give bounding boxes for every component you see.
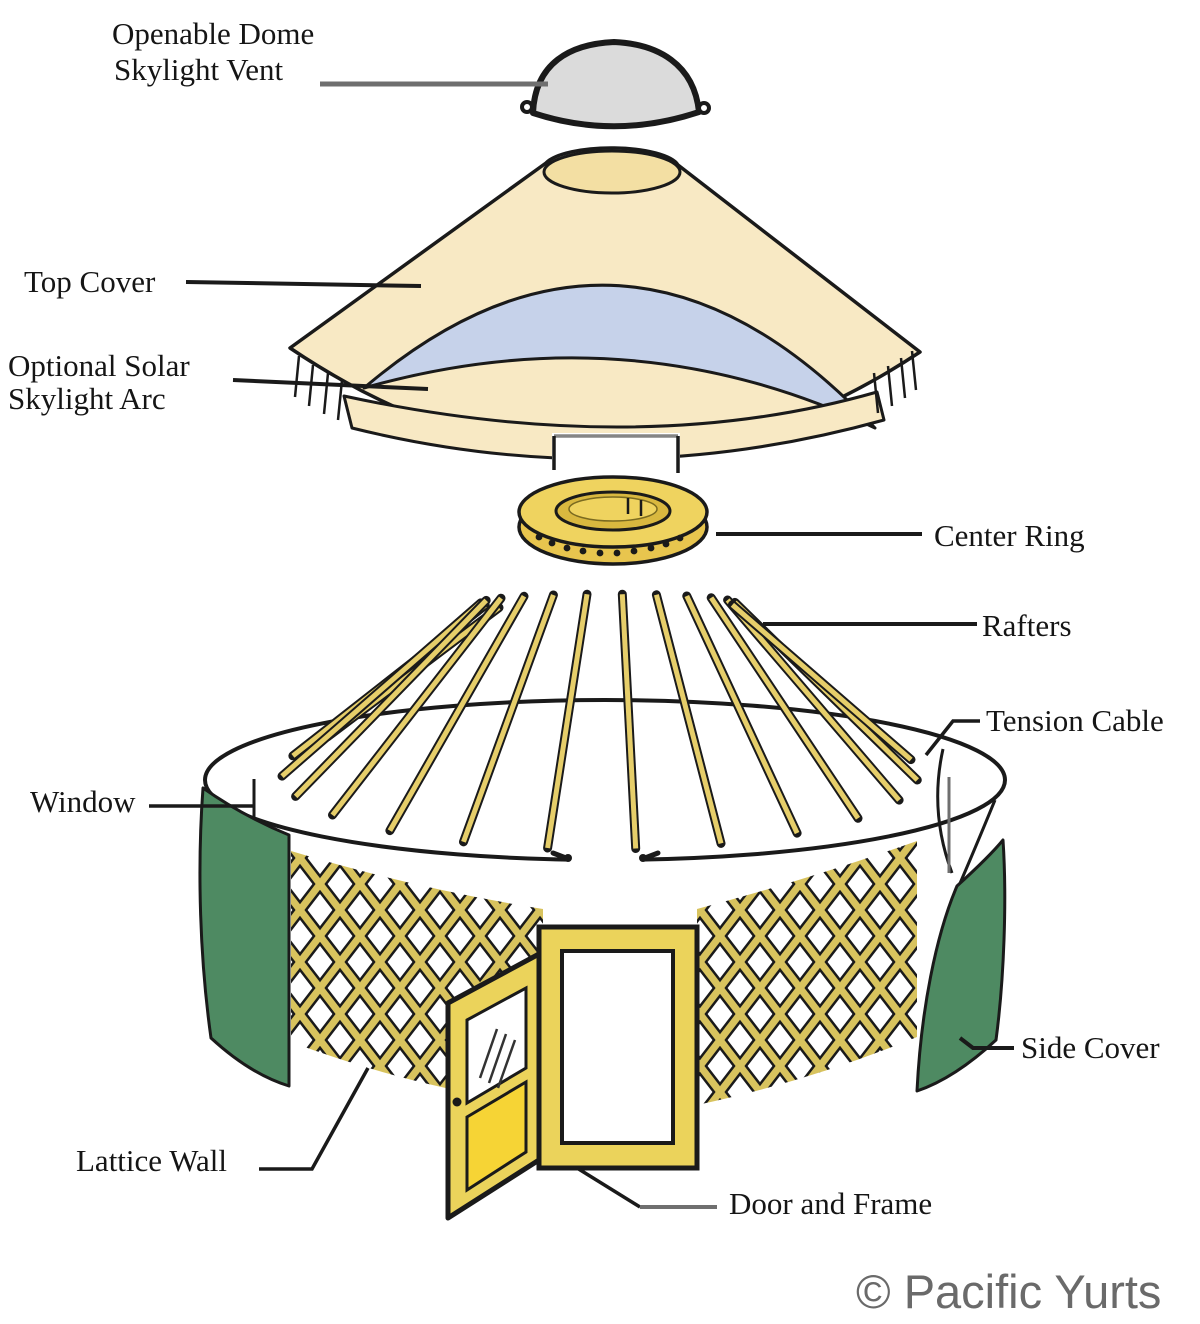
door-glass-reflection <box>478 1028 517 1089</box>
rafter <box>293 598 488 799</box>
label-dome-skylight-2: Skylight Vent <box>114 52 283 87</box>
door-frame <box>536 924 700 1171</box>
door-lower-panel <box>465 1079 528 1193</box>
label-solar-arc-1: Optional Solar <box>8 348 190 383</box>
rafter <box>330 596 503 817</box>
rafter <box>709 596 861 820</box>
rafter <box>545 593 590 849</box>
rafter <box>280 601 483 778</box>
top-cover-opening <box>542 149 682 195</box>
lattice-wall-right <box>697 841 917 1105</box>
labels: Openable Dome Skylight Vent Top Cover Op… <box>8 16 1164 1318</box>
door-panel <box>445 951 542 1221</box>
label-rafters: Rafters <box>982 608 1072 643</box>
rafter <box>387 595 527 832</box>
solar-arc-leader <box>232 378 429 391</box>
top-cover-skirt <box>342 390 886 461</box>
copyright-credit: © Pacific Yurts <box>856 1265 1161 1318</box>
rafters-group <box>277 589 922 853</box>
label-center-ring: Center Ring <box>934 518 1085 553</box>
tension-cable-leader <box>924 719 980 757</box>
rafter <box>461 594 556 843</box>
rafter <box>684 594 800 835</box>
top-cover-shape <box>288 146 922 477</box>
rafter <box>619 594 639 849</box>
wall-assembly <box>198 698 1007 1221</box>
door-frame-leader-diag <box>576 1166 641 1209</box>
label-lattice-wall: Lattice Wall <box>76 1143 227 1178</box>
center-ring-bolt-holes <box>535 533 684 557</box>
solar-arc-band <box>362 283 877 430</box>
top-cover-notch <box>552 433 680 477</box>
side-cover-leader <box>958 1036 1014 1050</box>
door-knob <box>452 1097 462 1107</box>
label-side-cover: Side Cover <box>1021 1030 1160 1065</box>
lattice-wall-leader <box>259 1067 370 1171</box>
label-window: Window <box>30 784 136 819</box>
dome-ear-right <box>697 101 711 115</box>
label-top-cover: Top Cover <box>24 264 156 299</box>
label-solar-arc-2: Skylight Arc <box>8 381 166 416</box>
rafter <box>730 602 913 762</box>
label-tension-cable: Tension Cable <box>986 703 1164 738</box>
label-door-frame: Door and Frame <box>729 1186 932 1221</box>
leader-lines <box>149 81 1014 1209</box>
side-cover-left <box>198 786 291 1088</box>
rafter <box>653 594 724 845</box>
cable-ends <box>550 850 661 862</box>
side-cover-right <box>915 838 1007 1093</box>
top-cover-leader <box>185 280 422 288</box>
rafter <box>725 598 901 802</box>
label-dome-skylight-1: Openable Dome <box>112 16 314 51</box>
dome-ear-left <box>520 100 534 114</box>
dome-skylight-shape <box>520 39 711 130</box>
center-ring-shape <box>517 475 709 566</box>
